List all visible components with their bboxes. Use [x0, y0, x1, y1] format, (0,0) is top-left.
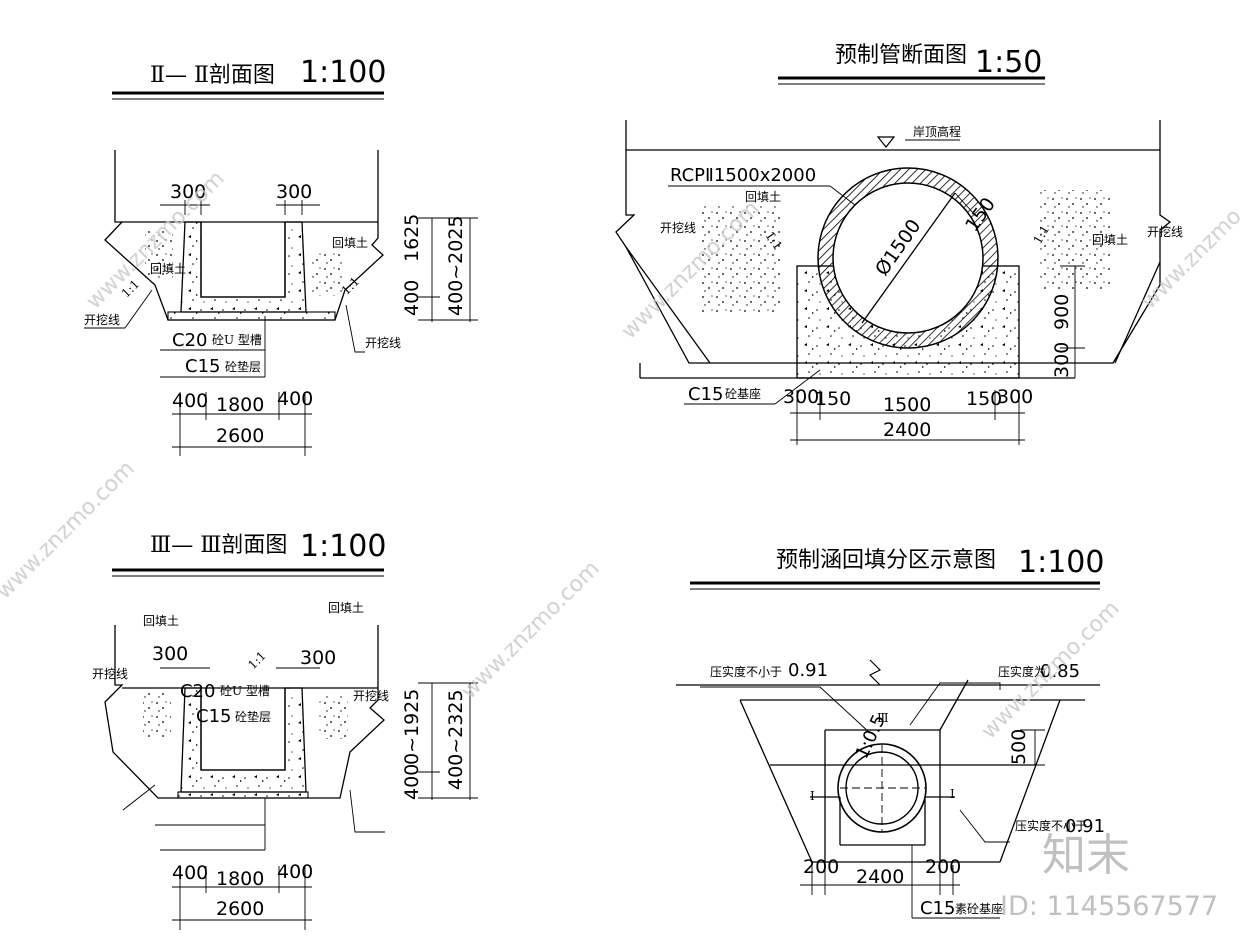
section-3-dim-bot-2: 1800 [216, 868, 264, 890]
zones-comp-091c-a: 压实度不小于 [1015, 818, 1087, 833]
zones-comp-091-b: 0.91 [788, 660, 828, 681]
section-2-dim-right-1: 1625 [401, 214, 423, 262]
zones-scale: 1:100 [1018, 545, 1104, 580]
section-3-c20-b: 砼U 型槽 [220, 684, 270, 698]
section-3-backfill-right: 回填土 [328, 601, 364, 615]
pipe-title: 预制管断面图 [835, 43, 967, 68]
zones-dim-b2: 2400 [856, 866, 904, 888]
section-2-dim-top-left: 300 [170, 181, 206, 203]
zones-comp-085-a: 压实度为 [998, 664, 1046, 679]
zones-dim-b1: 200 [803, 856, 839, 878]
section-2-drawing: Ⅱ— Ⅱ剖面图 1:100 300 300 回填土 回填土 1:1 1:1 开挖… [84, 55, 478, 456]
section-3-excav-left: 开挖线 [92, 666, 128, 681]
pipe-rcp-label: RCPⅡ1500x2000 [670, 165, 816, 186]
section-2-c15-b: 砼垫层 [225, 359, 261, 374]
pipe-excav-left: 开挖线 [660, 220, 696, 235]
section-3-excav-right: 开挖线 [353, 688, 389, 703]
section-3-dim-right-2: 400~2325 [445, 689, 467, 790]
section-3-scale: 1:100 [300, 529, 386, 564]
pipe-dim-900: 900 [1051, 294, 1073, 330]
pipe-backfill-right: 回填土 [1092, 233, 1128, 247]
section-3-slope-right: 1:1 [245, 649, 269, 673]
watermark-url-4: www.znzmo.com [0, 456, 140, 604]
pipe-dim-b5: 300 [997, 386, 1033, 408]
section-3-dim-top-right: 300 [300, 647, 336, 669]
section-2-backfill-right: 回填土 [332, 236, 368, 250]
pipe-excav-right: 开挖线 [1147, 224, 1183, 239]
section-3-backfill-left: 回填土 [143, 614, 179, 628]
section-2-excav-left: 开挖线 [84, 312, 120, 327]
section-2-backfill-left: 回填土 [150, 262, 186, 276]
section-3-c15-a: C15 [196, 706, 231, 727]
zones-drawing: 预制涵回填分区示意图 1:100 压实度不小于 0.91 压实度为 0.85 压… [676, 545, 1105, 919]
section-2-dim-bot-2: 1800 [216, 394, 264, 416]
section-2-excav-right: 开挖线 [365, 335, 401, 350]
section-2-scale: 1:100 [300, 55, 386, 90]
section-3-dim-top-left: 300 [152, 643, 188, 665]
zones-c15-b: 素砼基座 [955, 901, 1003, 916]
zones-comp-085-b: 0.85 [1040, 661, 1080, 682]
zones-zone-1-right: Ⅰ [950, 787, 955, 801]
pipe-dim-b1: 300 [783, 386, 819, 408]
pipe-dim-b3: 1500 [883, 394, 931, 416]
section-3-c20-a: C20 [180, 681, 215, 702]
section-2-dim-bot-3: 400 [277, 388, 313, 410]
pipe-dim-total: 2400 [883, 419, 931, 441]
zones-title: 预制涵回填分区示意图 [776, 548, 996, 573]
pipe-scale: 1:50 [975, 45, 1042, 80]
section-2-dim-right-3: 400 [401, 280, 423, 316]
watermark-brand: 知末 [1042, 830, 1130, 881]
section-3-title: Ⅲ— Ⅲ剖面图 [150, 533, 287, 558]
zones-c15-a: C15 [920, 898, 955, 919]
watermark-url-5: www.znzmo.com [457, 556, 605, 704]
watermark-url-1: www.znzmo.com [82, 166, 230, 314]
zones-slope: 1:0.5 [851, 711, 890, 762]
section-2-dim-top-right: 300 [276, 181, 312, 203]
pipe-c15-b: 砼基座 [725, 386, 761, 401]
section-2-dim-right-2: 400~2025 [445, 215, 467, 316]
pipe-c15-a: C15 [688, 384, 723, 405]
section-2-dim-bot-1: 400 [172, 390, 208, 412]
zones-comp-091c-b: 0.91 [1065, 816, 1105, 837]
zones-zone-1-left: Ⅰ [810, 789, 815, 803]
section-3-drawing: Ⅲ— Ⅲ剖面图 1:100 回填土 回填土 开挖线 开挖线 1:1 300 30… [92, 529, 478, 930]
pipe-dim-b4: 150 [966, 388, 1002, 410]
section-3-dim-total: 2600 [216, 898, 264, 920]
section-3-dim-right-3: 400 [401, 764, 423, 800]
section-3-dim-right-1: 0~1925 [401, 689, 423, 765]
zones-comp-091-a: 压实度不小于 [710, 664, 782, 679]
zones-zone-3: Ⅲ [877, 711, 889, 725]
section-2-dim-total: 2600 [216, 425, 264, 447]
watermark-id: ID: 1145567577 [1000, 891, 1218, 922]
section-3-dim-bot-3: 400 [277, 861, 313, 883]
section-3-c15-b: 砼垫层 [235, 709, 271, 724]
pipe-backfill-left: 回填土 [745, 190, 781, 204]
pipe-section-drawing: 预制管断面图 1:50 岸顶高程 Ø1500 150 RCPⅡ1500x2000… [615, 43, 1183, 445]
section-2-c15-a: C15 [185, 356, 220, 377]
section-2-c20-b: 砼U 型槽 [212, 333, 262, 347]
pipe-dim-300: 300 [1051, 342, 1073, 378]
section-3-dim-bot-1: 400 [172, 862, 208, 884]
section-2-title: Ⅱ— Ⅱ剖面图 [150, 63, 275, 88]
zones-dim-b3: 200 [925, 856, 961, 878]
zones-dim-500: 500 [1008, 729, 1030, 765]
watermark-url-3: www.znzmo.com [1137, 166, 1240, 314]
pipe-dim-b2: 150 [815, 388, 851, 410]
pipe-bank-label: 岸顶高程 [913, 124, 961, 139]
section-2-c20-a: C20 [172, 330, 207, 351]
